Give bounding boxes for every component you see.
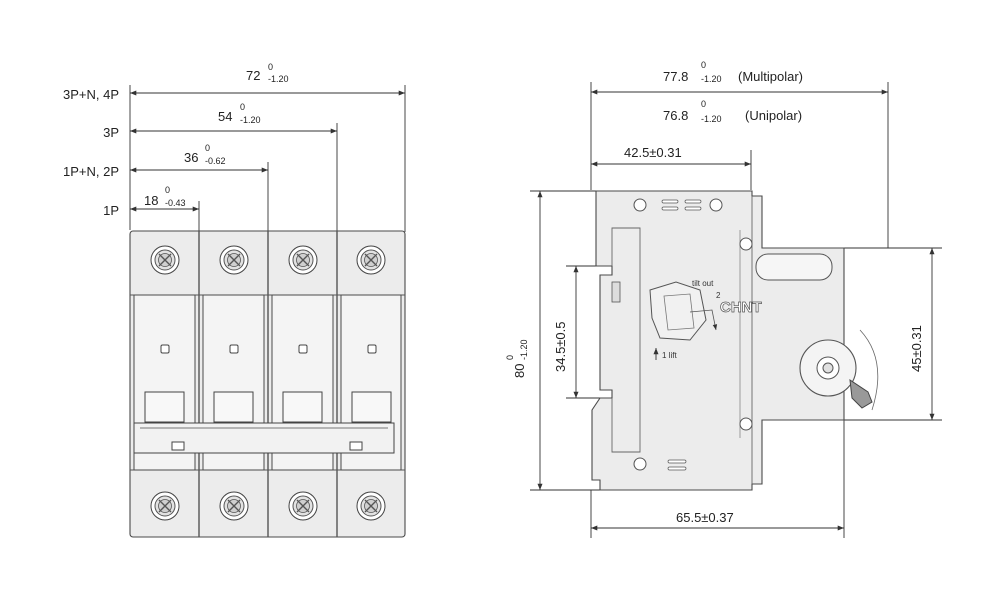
width-36-lower-tol: -0.62 <box>205 156 226 166</box>
width-18-value: 18 <box>144 193 158 208</box>
width-54-upper-tol: 0 <box>240 102 245 112</box>
depth-unipolar-value: 76.8 <box>663 108 688 123</box>
height-upper-tol: 0 <box>505 355 515 360</box>
width-36-upper-tol: 0 <box>205 143 210 153</box>
terminal-screw-icon <box>356 491 386 521</box>
depth-multipolar-value: 77.8 <box>663 69 688 84</box>
width-18-upper-tol: 0 <box>165 185 170 195</box>
row-label-2p: 1P+N, 2P <box>63 164 119 179</box>
row-label-1p: 1P <box>103 203 119 218</box>
front-view: 3P+N, 4P 3P 1P+N, 2P 1P 72 0 -1.20 54 0 … <box>63 62 406 538</box>
depth-multipolar-note: (Multipolar) <box>738 69 803 84</box>
width-36-value: 36 <box>184 150 198 165</box>
depth-unipolar-note: (Unipolar) <box>745 108 802 123</box>
terminal-screw-icon <box>288 491 318 521</box>
height-value: 80 <box>512 364 527 378</box>
terminal-screw-icon <box>150 245 180 275</box>
depth-unipolar-lower-tol: -1.20 <box>701 114 722 124</box>
width-72-value: 72 <box>246 68 260 83</box>
tilt-out-label: tilt out <box>692 279 714 288</box>
front-height-value: 45±0.31 <box>909 325 924 372</box>
tilt-step-label: 2 <box>716 291 721 300</box>
lift-label: 1 lift <box>662 351 677 360</box>
rail-depth-value: 42.5±0.31 <box>624 145 682 160</box>
depth-multipolar-upper-tol: 0 <box>701 60 706 70</box>
width-54-value: 54 <box>218 109 232 124</box>
row-label-3p: 3P <box>103 125 119 140</box>
breaker-front-body <box>129 230 406 538</box>
depth-unipolar-upper-tol: 0 <box>701 99 706 109</box>
rail-height-value: 34.5±0.5 <box>553 321 568 372</box>
depth-multipolar-lower-tol: -1.20 <box>701 74 722 84</box>
width-18-lower-tol: -0.43 <box>165 198 186 208</box>
width-54-lower-tol: -1.20 <box>240 115 261 125</box>
breaker-side-body <box>591 190 879 491</box>
terminal-screw-icon <box>356 245 386 275</box>
overall-depth-value: 65.5±0.37 <box>676 510 734 525</box>
terminal-screw-icon <box>288 245 318 275</box>
height-lower-tol: -1.20 <box>519 339 529 360</box>
brand-logo: CHNT <box>720 299 762 316</box>
terminal-screw-icon <box>219 491 249 521</box>
row-label-4p: 3P+N, 4P <box>63 87 119 102</box>
terminal-screw-icon <box>150 491 180 521</box>
terminal-screw-icon <box>219 245 249 275</box>
side-view: 77.8 0 -1.20 (Multipolar) 76.8 0 -1.20 (… <box>505 60 942 538</box>
width-72-lower-tol: -1.20 <box>268 74 289 84</box>
width-72-upper-tol: 0 <box>268 62 273 72</box>
